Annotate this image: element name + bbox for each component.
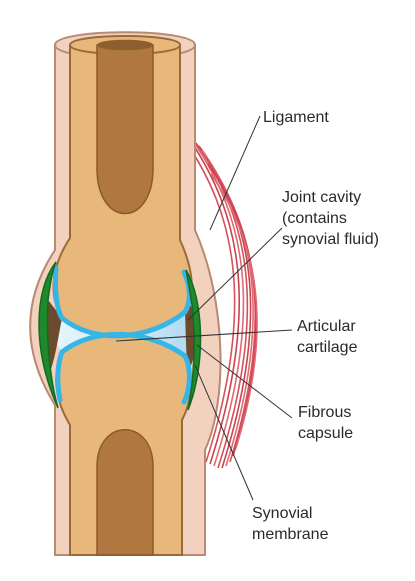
label-ligament-line-1: Ligament <box>263 109 329 126</box>
label-joint-cavity: Joint cavity (contains synovial fluid) <box>282 189 379 248</box>
label-articular-cartilage-line-1: Articular <box>297 318 356 335</box>
label-fibrous-capsule: Fibrous capsule <box>298 404 356 442</box>
label-joint-cavity-line-3: synovial fluid) <box>282 231 379 248</box>
upper-marrow-opening <box>97 40 153 51</box>
label-joint-cavity-line-1: Joint cavity <box>282 189 361 206</box>
label-joint-cavity-line-2: (contains <box>282 210 347 227</box>
label-synovial-membrane-line-2: membrane <box>252 526 329 543</box>
upper-marrow-cavity <box>97 45 153 214</box>
label-articular-cartilage: Articular cartilage <box>297 318 360 356</box>
label-synovial-membrane: Synovial membrane <box>252 505 329 543</box>
label-fibrous-capsule-line-2: capsule <box>298 425 353 442</box>
label-ligament: Ligament <box>263 109 329 126</box>
label-fibrous-capsule-line-1: Fibrous <box>298 404 351 421</box>
label-articular-cartilage-line-2: cartilage <box>297 339 358 356</box>
label-synovial-membrane-line-1: Synovial <box>252 505 312 522</box>
lower-marrow-cavity <box>97 430 153 555</box>
